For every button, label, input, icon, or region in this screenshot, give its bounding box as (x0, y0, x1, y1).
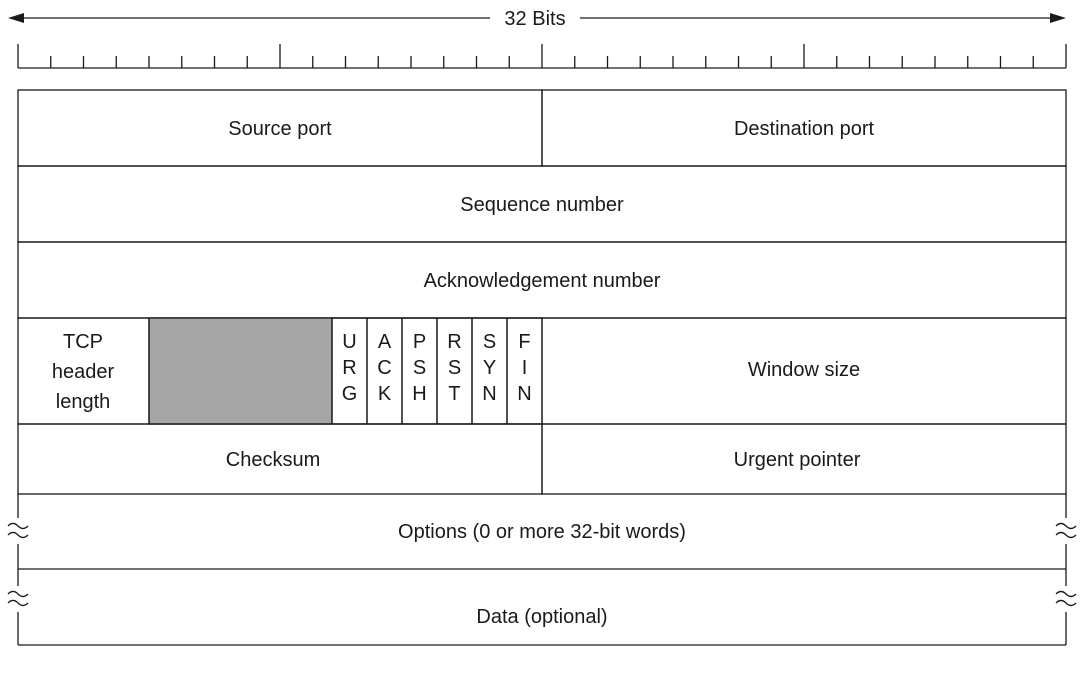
flag-letter: S (413, 357, 426, 379)
flag-ack: ACK (366, 317, 403, 425)
right-data-break-icon (1055, 590, 1077, 607)
flag-letter: R (342, 357, 356, 379)
arrow-right-head-icon (1050, 13, 1066, 23)
destination-port-label: Destination port (734, 118, 875, 140)
urgent-pointer-label: Urgent pointer (734, 449, 861, 471)
flag-letter: S (448, 357, 461, 379)
row-acknowledgement: Acknowledgement number (17, 241, 1067, 319)
row-checksum: Checksum Urgent pointer (17, 423, 1067, 495)
options-label: Options (0 or more 32-bit words) (398, 521, 686, 543)
flag-letter: C (377, 357, 391, 379)
flag-letter: U (342, 331, 356, 353)
flag-fin: FIN (506, 317, 543, 425)
flag-letter: Y (483, 357, 496, 379)
row-ports: Source port Destination port (17, 89, 1067, 167)
header-length-line-3: length (56, 391, 111, 413)
data-label: Data (optional) (476, 606, 607, 628)
right-options-break-icon (1055, 522, 1077, 539)
sequence-number-label: Sequence number (460, 194, 624, 216)
urgent-pointer-field (541, 423, 1067, 495)
flag-letter: I (522, 357, 528, 379)
row-data: Data (optional) (18, 606, 1066, 646)
reserved-field (148, 317, 333, 425)
flag-letter: G (342, 383, 358, 405)
header-length-label: TCP header length (52, 331, 115, 413)
flag-letter: F (518, 331, 530, 353)
header-length-line-2: header (52, 361, 115, 383)
window-size-label: Window size (748, 359, 860, 381)
flag-letter: K (378, 383, 392, 405)
flag-letter: P (413, 331, 426, 353)
flag-letter: N (482, 383, 496, 405)
left-data-break-icon (7, 590, 29, 607)
left-options-break-icon (7, 522, 29, 539)
acknowledgement-number-label: Acknowledgement number (424, 270, 661, 292)
flag-psh: PSH (401, 317, 438, 425)
flag-letter: A (378, 331, 392, 353)
row-options: Options (0 or more 32-bit words) (18, 521, 1066, 570)
bit-ruler (17, 44, 1067, 69)
arrow-left-head-icon (8, 13, 24, 23)
checksum-label: Checksum (226, 449, 320, 471)
flag-urg: URG (331, 317, 368, 425)
row-sequence: Sequence number (17, 165, 1067, 243)
flag-letter: N (517, 383, 531, 405)
flag-letter: S (483, 331, 496, 353)
width-label: 32 Bits (504, 8, 565, 30)
width-arrow: 32 Bits (8, 8, 1066, 30)
flag-rst: RST (436, 317, 473, 425)
source-port-label: Source port (228, 118, 332, 140)
flag-letter: T (448, 383, 460, 405)
flag-letter: H (412, 383, 426, 405)
header-length-line-1: TCP (63, 331, 103, 353)
flag-syn: SYN (471, 317, 508, 425)
variable-length-borders (7, 494, 1077, 645)
flag-letter: R (447, 331, 461, 353)
